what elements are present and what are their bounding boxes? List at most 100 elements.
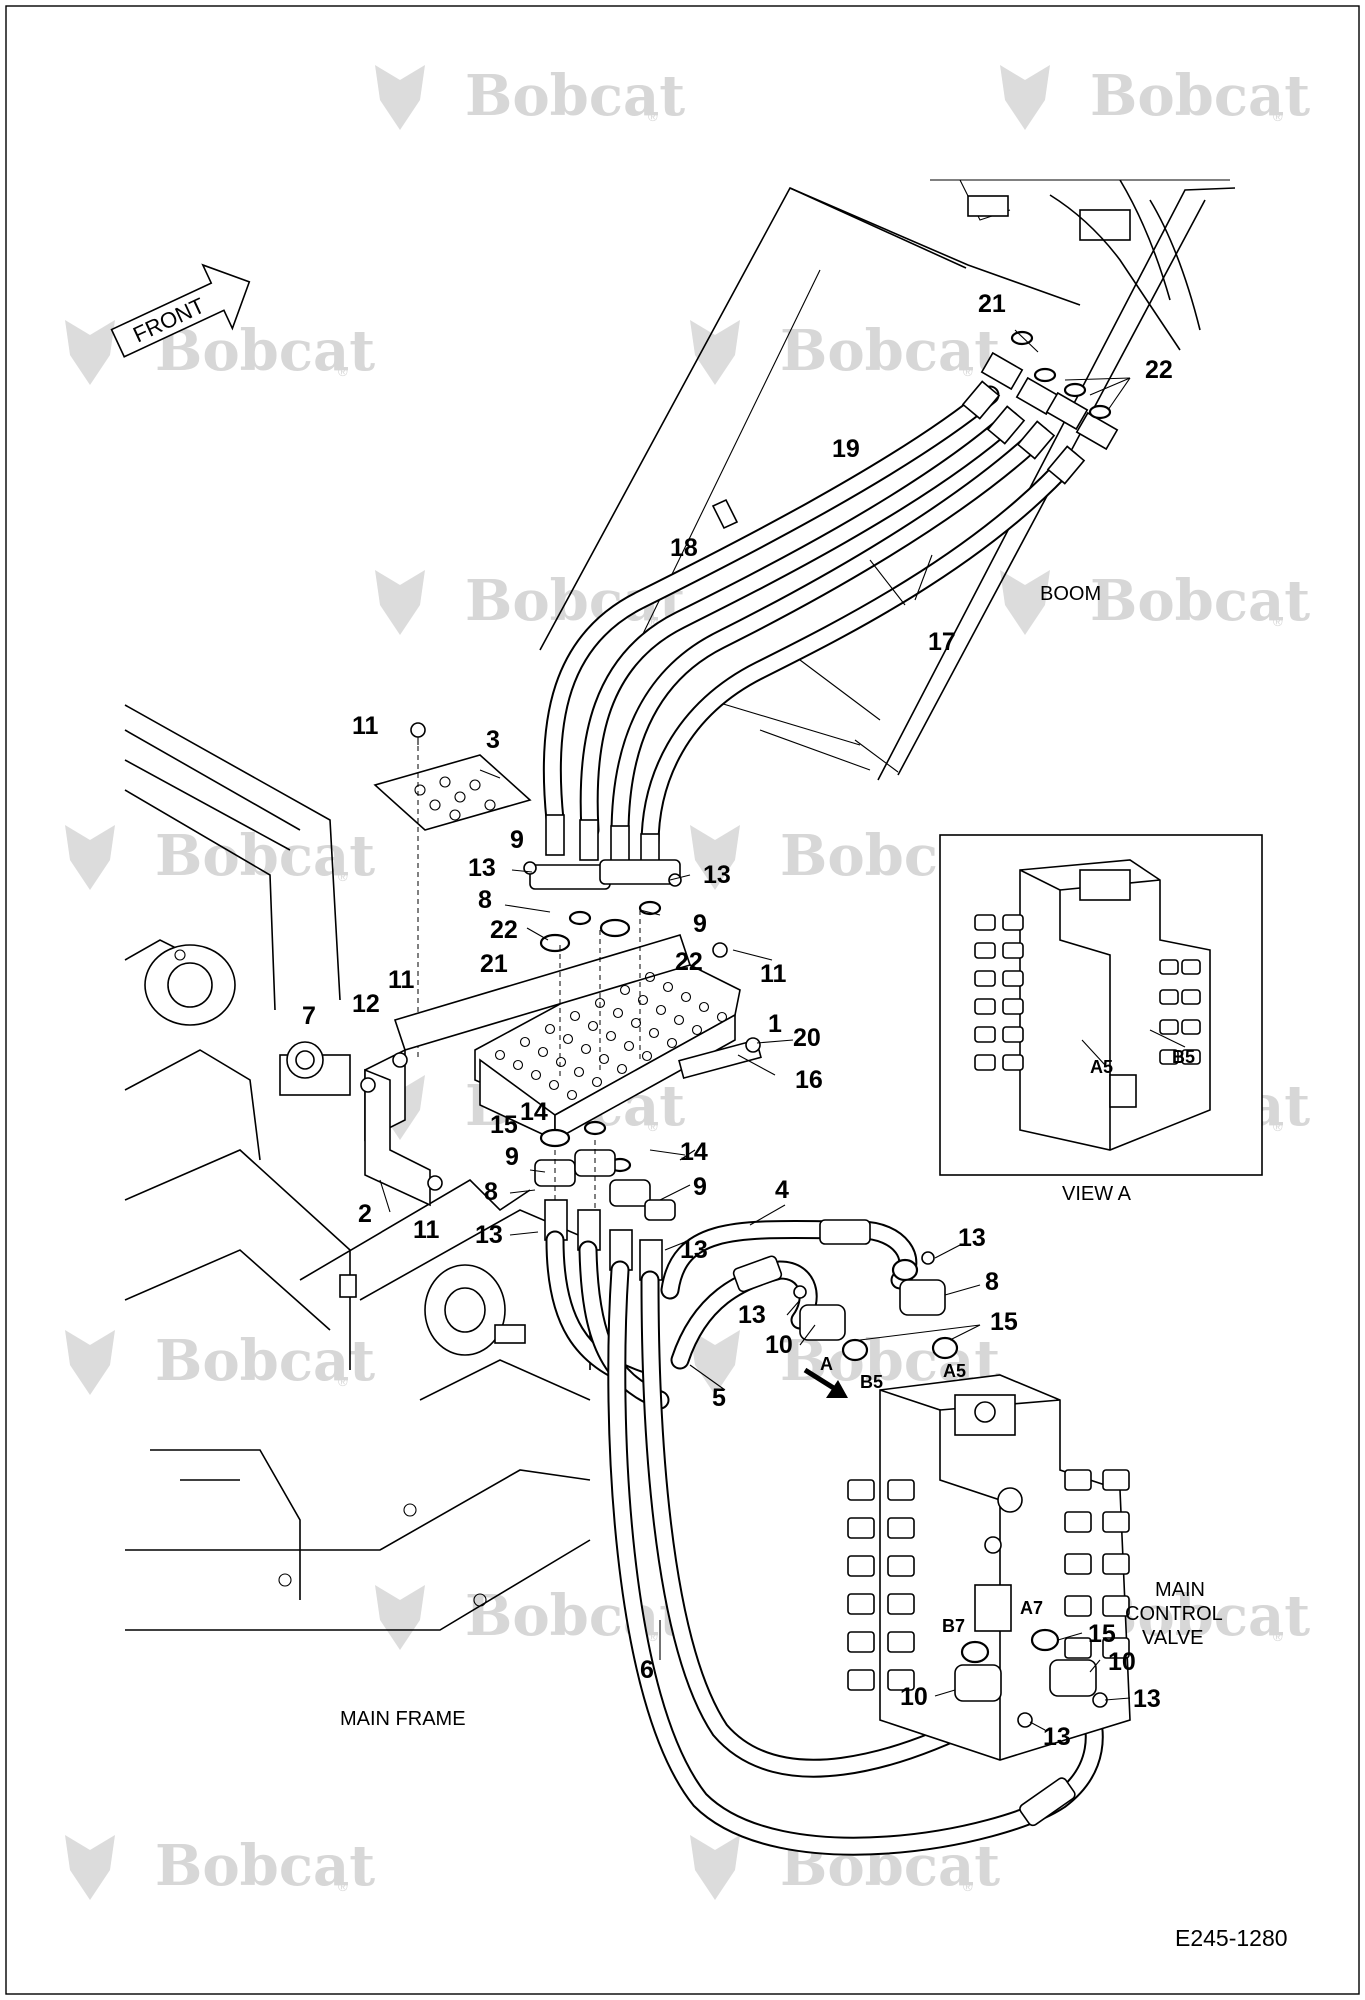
plate-hole xyxy=(512,1059,524,1071)
callout-number: 15 xyxy=(490,1111,518,1139)
callout-number: 7 xyxy=(302,1002,316,1030)
callout-number: 14 xyxy=(520,1098,548,1126)
watermark-mark: ® xyxy=(338,869,348,884)
valve-spool xyxy=(1102,1469,1130,1491)
port-label: B5 xyxy=(860,1372,883,1392)
valve-spool xyxy=(1102,1595,1130,1617)
watermark: Bobcat® xyxy=(65,1328,375,1395)
watermark-mark: ® xyxy=(338,364,348,379)
drawing-border xyxy=(5,5,1360,1995)
callouts: 21 22 19 18 17 11 3 9 13 13 8 22 9 21 22… xyxy=(302,290,1173,1751)
callout-number: 22 xyxy=(490,916,518,944)
valve-spool xyxy=(1002,970,1024,987)
callout-number: 11 xyxy=(760,960,787,988)
port-label: B5 xyxy=(1172,1047,1195,1067)
valve-spool xyxy=(847,1631,875,1653)
callout-number: 15 xyxy=(1088,1620,1116,1648)
valve-port xyxy=(984,1536,1002,1554)
callout-number: 8 xyxy=(985,1268,999,1296)
callout-number: 6 xyxy=(640,1656,654,1684)
plate-hole xyxy=(648,1027,660,1039)
plate-hole xyxy=(662,981,674,993)
callout-number: 18 xyxy=(670,534,698,562)
valve-spool xyxy=(1002,914,1024,931)
callout-number: 17 xyxy=(928,628,956,656)
valve-spool xyxy=(1064,1553,1092,1575)
plate-hole xyxy=(494,1049,506,1061)
valve-section xyxy=(1109,1074,1137,1108)
valve-section xyxy=(974,1584,1012,1632)
view-direction-arrow xyxy=(803,1367,848,1398)
valve-spool xyxy=(887,1669,915,1691)
port-label: B7 xyxy=(942,1616,965,1636)
valve-spool xyxy=(847,1517,875,1539)
callout-number: 13 xyxy=(703,861,731,889)
valve-spool xyxy=(1064,1637,1092,1659)
plate-hole xyxy=(548,1079,560,1091)
valve-spool xyxy=(974,914,996,931)
valve-spool xyxy=(974,942,996,959)
callout-number: 11 xyxy=(352,712,379,740)
watermark: Bobcat® xyxy=(1000,568,1310,635)
valve-spools xyxy=(847,1469,1130,1691)
callout-number: 8 xyxy=(484,1178,498,1206)
watermark-mark: ® xyxy=(338,1879,348,1894)
plate-hole xyxy=(680,991,692,1003)
valve-spool xyxy=(1159,1019,1179,1035)
boom-structure xyxy=(539,179,1236,781)
callout-number: 19 xyxy=(832,435,860,463)
plate-hole xyxy=(666,1037,678,1049)
valve-port xyxy=(997,1487,1023,1513)
plate-hole xyxy=(562,1033,574,1045)
callout-number: 13 xyxy=(475,1221,503,1249)
watermark-text: Bobcat xyxy=(155,1328,375,1394)
callout-number: 21 xyxy=(480,950,508,978)
callout-number: 15 xyxy=(990,1308,1018,1336)
watermark-text: Bobcat xyxy=(155,318,375,384)
callout-number: 21 xyxy=(978,290,1006,318)
watermark-text: Bobcat xyxy=(1090,63,1310,129)
plate-hole xyxy=(637,994,649,1006)
watermark-mark: ® xyxy=(1273,109,1283,124)
valve-spool xyxy=(1064,1595,1092,1617)
valve-spool xyxy=(1181,1049,1201,1065)
valve-spool xyxy=(887,1555,915,1577)
plate-hole xyxy=(673,1014,685,1026)
watermark-mark: ® xyxy=(648,109,658,124)
callout-number: 9 xyxy=(693,910,707,938)
valve-spool xyxy=(1002,1054,1024,1071)
label-mcv-1: MAIN xyxy=(1155,1579,1205,1601)
watermark: Bobcat® xyxy=(690,318,1000,385)
callout-number: 2 xyxy=(358,1200,372,1228)
drawing-code: E245-1280 xyxy=(1175,1925,1288,1951)
plate-hole xyxy=(623,1040,635,1052)
main-control-valve xyxy=(847,1374,1131,1761)
watermark-text: Bobcat xyxy=(155,1833,375,1899)
plate-hole xyxy=(537,1046,549,1058)
plate-hole xyxy=(519,1036,531,1048)
plate-hole xyxy=(698,1001,710,1013)
callout-number: 9 xyxy=(510,826,524,854)
valve-spool xyxy=(847,1593,875,1615)
watermark: Bobcat® xyxy=(65,823,375,890)
main-frame-structure xyxy=(124,704,591,1631)
watermark-mark: ® xyxy=(963,1879,973,1894)
valve-spool xyxy=(1002,1026,1024,1043)
watermark: Bobcat® xyxy=(1000,63,1310,130)
callout-number: 3 xyxy=(486,726,500,754)
plate-hole xyxy=(655,1004,667,1016)
plate-hole xyxy=(612,1007,624,1019)
callout-number: 9 xyxy=(505,1143,519,1171)
valve-spool xyxy=(1102,1511,1130,1533)
plate-hole xyxy=(716,1011,728,1023)
callout-number: 1 xyxy=(768,1010,782,1038)
valve-spool xyxy=(1159,959,1179,975)
valve-spool xyxy=(1159,1049,1179,1065)
callout-number: 14 xyxy=(680,1138,708,1166)
text-labels: BOOM MAIN FRAME VIEW A MAIN CONTROL VALV… xyxy=(340,583,1288,1951)
callout-number: 22 xyxy=(1145,356,1173,384)
valve-spool xyxy=(1064,1511,1092,1533)
callout-number: 11 xyxy=(413,1216,440,1244)
watermark-text: Bobcat xyxy=(465,1583,685,1649)
